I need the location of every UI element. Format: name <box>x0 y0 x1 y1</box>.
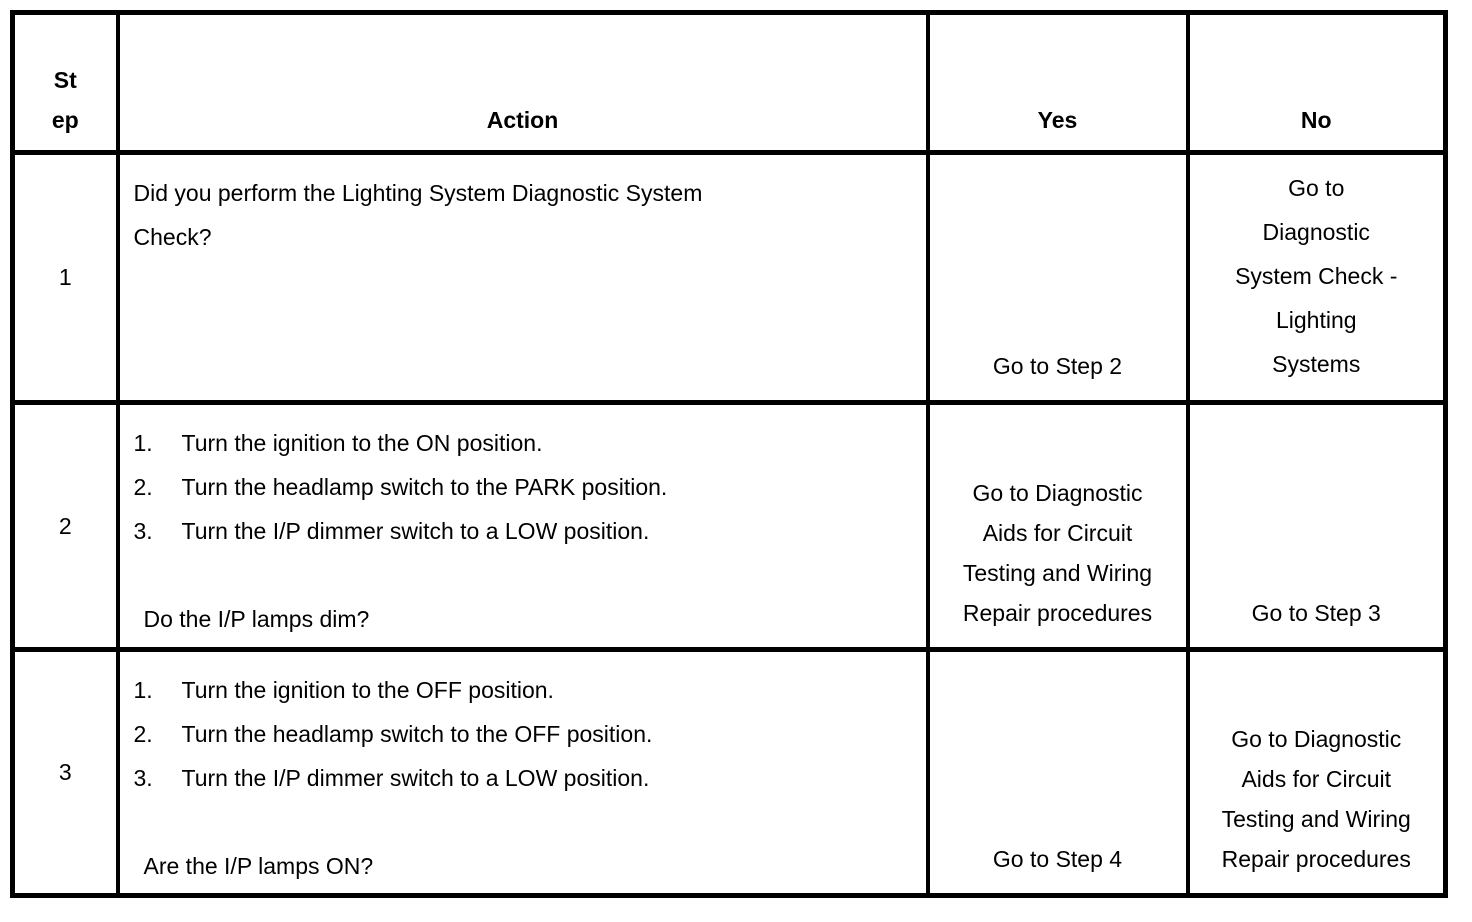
list-text: Turn the ignition to the OFF position. <box>181 677 554 703</box>
action-cell: Did you perform the Lighting System Diag… <box>115 150 930 405</box>
action-text: Did you perform the Lighting System Diag… <box>133 180 703 250</box>
list-text: Turn the I/P dimmer switch to a LOW posi… <box>181 765 650 791</box>
table-row-step-2: 2 1. Turn the ignition to the ON positio… <box>10 400 1448 652</box>
no-cell: Go to Diagnostic Aids for Circuit Testin… <box>1185 647 1448 898</box>
column-header-yes: Yes <box>925 10 1190 155</box>
action-step-item: 2. Turn the headlamp switch to the PARK … <box>134 465 906 509</box>
action-step-item: 3. Turn the I/P dimmer switch to a LOW p… <box>134 509 906 553</box>
yes-cell: Go to Step 4 <box>925 647 1190 898</box>
action-question: Are the I/P lamps ON? <box>143 853 374 879</box>
list-text: Turn the headlamp switch to the PARK pos… <box>181 474 668 500</box>
action-cell: 1. Turn the ignition to the ON position.… <box>115 400 930 652</box>
yes-cell: Go to Step 2 <box>925 150 1190 405</box>
header-row: St ep Action Yes No <box>10 10 1448 155</box>
column-header-no: No <box>1185 10 1448 155</box>
list-text: Turn the I/P dimmer switch to a LOW posi… <box>181 518 650 544</box>
step-number: 2 <box>10 400 120 652</box>
column-header-action: Action <box>115 10 930 155</box>
action-step-item: 2. Turn the headlamp switch to the OFF p… <box>134 712 906 756</box>
step-number: 3 <box>10 647 120 898</box>
column-header-step: St ep <box>10 10 120 155</box>
no-cell: Go to Step 3 <box>1185 400 1448 652</box>
list-number: 1. <box>133 677 153 703</box>
action-cell: 1. Turn the ignition to the OFF position… <box>115 647 930 898</box>
action-step-item: 1. Turn the ignition to the OFF position… <box>134 668 906 712</box>
list-number: 1. <box>133 430 153 456</box>
list-number: 2. <box>133 721 153 747</box>
table-row-step-1: 1 Did you perform the Lighting System Di… <box>10 150 1448 405</box>
list-number: 2. <box>133 474 153 500</box>
yes-cell: Go to Diagnostic Aids for Circuit Testin… <box>925 400 1190 652</box>
list-number: 3. <box>133 518 153 544</box>
action-step-item: 3. Turn the I/P dimmer switch to a LOW p… <box>134 756 906 800</box>
action-step-list: 1. Turn the ignition to the OFF position… <box>134 668 906 800</box>
diagnostic-table: St ep Action Yes No 1 Did you perform th… <box>10 10 1448 898</box>
action-question: Do the I/P lamps dim? <box>143 606 370 632</box>
action-step-list: 1. Turn the ignition to the ON position.… <box>134 421 906 553</box>
list-number: 3. <box>133 765 153 791</box>
no-cell: Go to Diagnostic System Check - Lighting… <box>1185 150 1448 405</box>
list-text: Turn the headlamp switch to the OFF posi… <box>181 721 653 747</box>
table-row-step-3: 3 1. Turn the ignition to the OFF positi… <box>10 647 1448 898</box>
action-step-item: 1. Turn the ignition to the ON position. <box>134 421 906 465</box>
step-number: 1 <box>10 150 120 405</box>
list-text: Turn the ignition to the ON position. <box>181 430 543 456</box>
